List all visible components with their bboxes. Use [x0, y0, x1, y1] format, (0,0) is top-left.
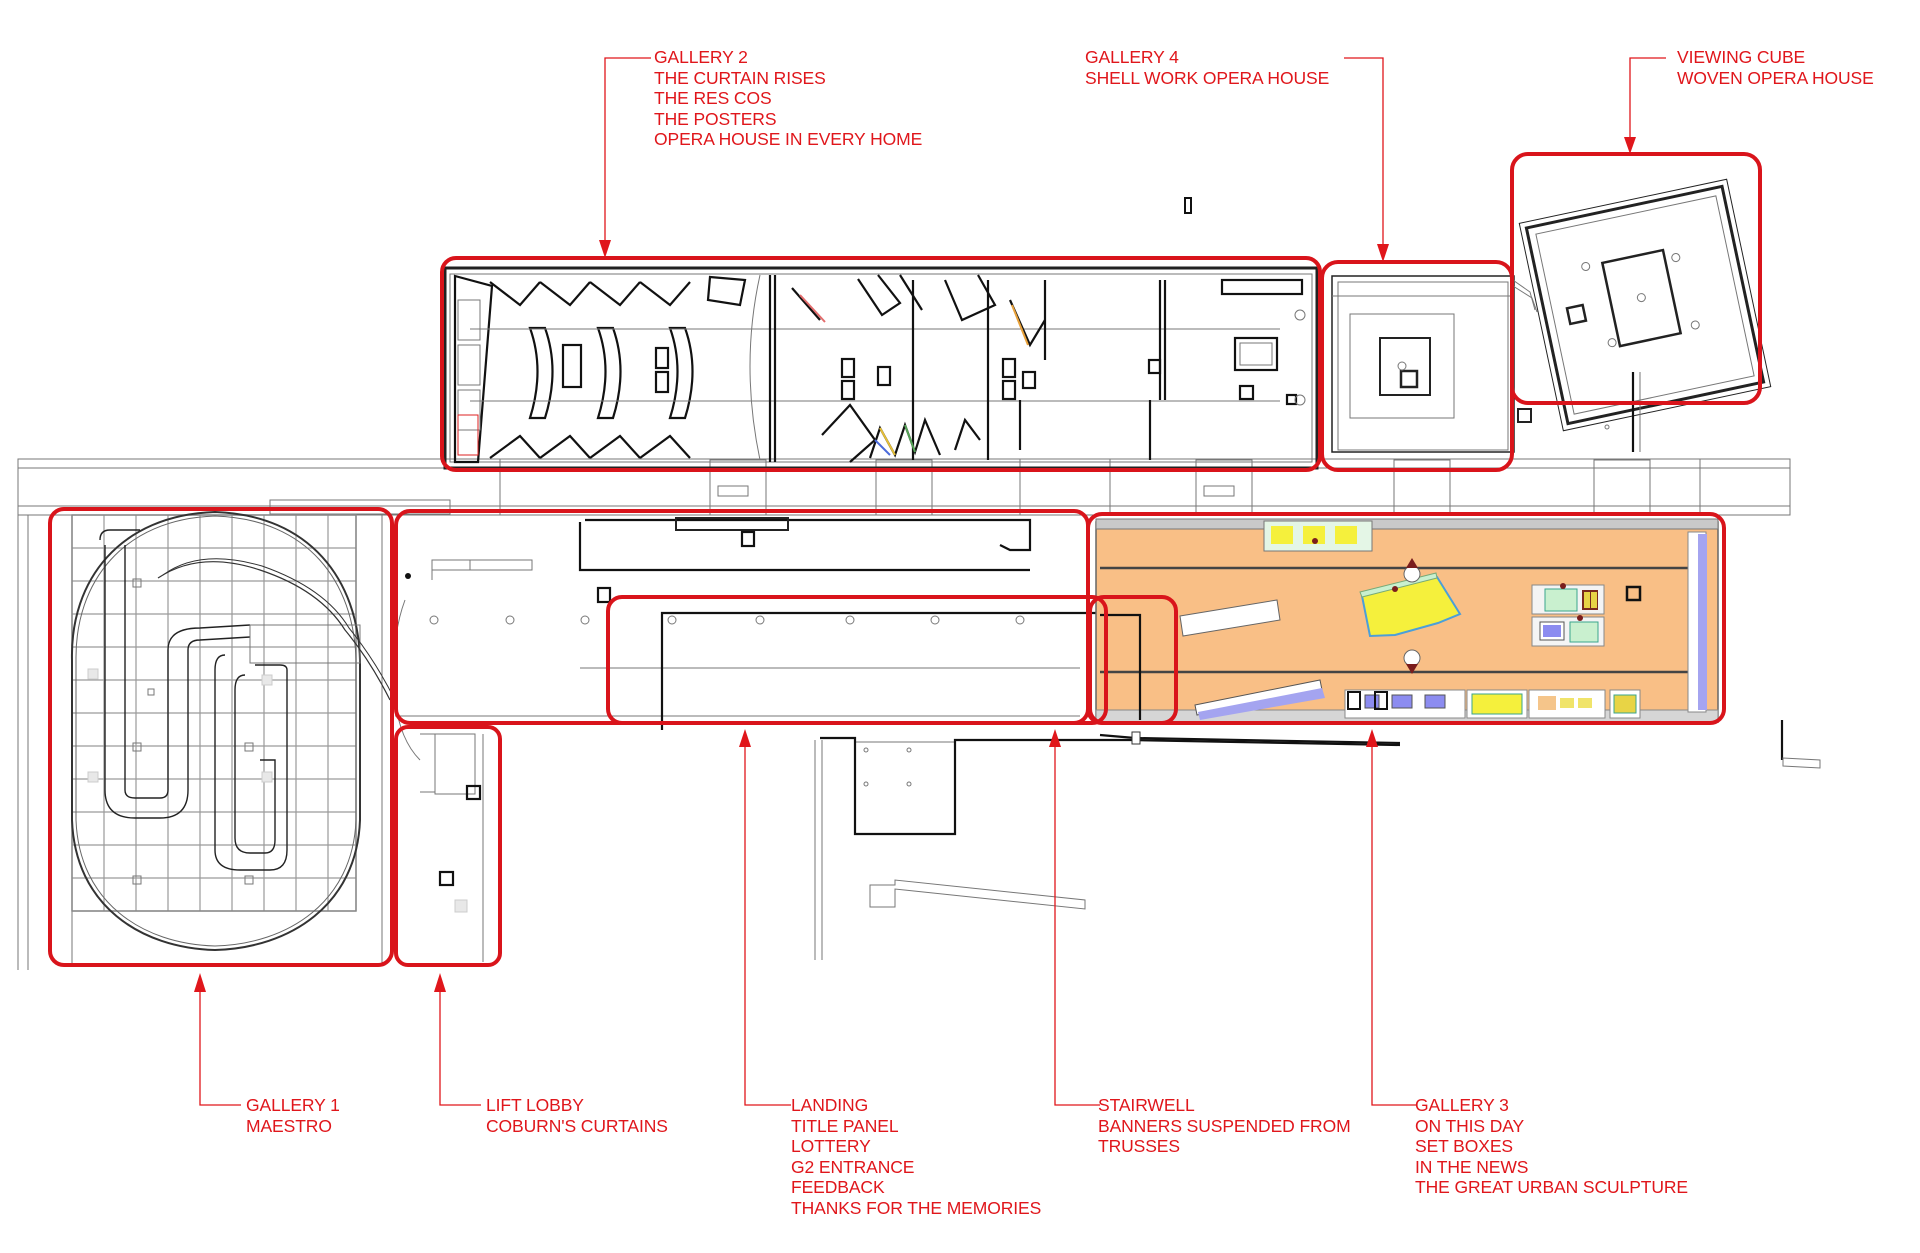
- arrow-icon: [1049, 729, 1061, 747]
- label-line: IN THE NEWS: [1415, 1156, 1529, 1177]
- label-gallery4: GALLERY 4 SHELL WORK OPERA HOUSE: [1085, 47, 1329, 88]
- zone-gallery1[interactable]: [48, 507, 394, 967]
- zone-viewing-cube[interactable]: [1510, 152, 1762, 405]
- label-line: TRUSSES: [1098, 1136, 1180, 1156]
- label-line: WOVEN OPERA HOUSE: [1677, 67, 1874, 88]
- floor-grid: [71, 514, 357, 912]
- label-line: LIFT LOBBY: [486, 1095, 584, 1115]
- label-line: GALLERY 2: [654, 47, 748, 67]
- arrow-icon: [194, 973, 206, 992]
- label-line: THE RES COS: [654, 88, 772, 108]
- label-gallery1: GALLERY 1 MAESTRO: [246, 1095, 340, 1136]
- zone-gallery2[interactable]: [440, 256, 1322, 472]
- zone-outlines: [48, 152, 1762, 967]
- label-line: GALLERY 4: [1085, 47, 1179, 67]
- label-viewing-cube: VIEWING CUBE WOVEN OPERA HOUSE: [1677, 47, 1874, 88]
- label-line: MAESTRO: [246, 1115, 332, 1136]
- arrow-icon: [1624, 137, 1636, 154]
- label-landing: LANDING TITLE PANEL LOTTERY G2 ENTRANCE …: [791, 1095, 1041, 1218]
- label-stairwell: STAIRWELL BANNERS SUSPENDED FROM TRUSSES: [1098, 1095, 1351, 1157]
- zone-gallery3[interactable]: [1086, 512, 1726, 725]
- zone-lift-lobby[interactable]: [394, 725, 502, 967]
- gallery2-plan: [443, 266, 1319, 470]
- arrow-icon: [1366, 729, 1378, 747]
- zone-landing[interactable]: [606, 595, 1108, 725]
- label-line: STAIRWELL: [1098, 1095, 1195, 1115]
- gallery1-plan: [70, 510, 396, 966]
- label-line: TITLE PANEL: [791, 1115, 899, 1136]
- label-line: LOTTERY: [791, 1136, 871, 1156]
- arrow-icon: [434, 973, 446, 992]
- arrow-icon: [599, 240, 611, 258]
- label-line: THE GREAT URBAN SCULPTURE: [1415, 1177, 1689, 1197]
- marker-icon: [1184, 197, 1192, 214]
- label-line: ON THIS DAY: [1415, 1115, 1525, 1136]
- gallery3-plan: [1095, 518, 1719, 723]
- label-line: OPERA HOUSE IN EVERY HOME: [654, 129, 923, 149]
- arrow-icon: [739, 729, 751, 747]
- label-line: G2 ENTRANCE: [791, 1156, 915, 1177]
- label-line: THANKS FOR THE MEMORIES: [791, 1197, 1042, 1218]
- leader-lines: [194, 57, 1666, 1106]
- arrow-icon: [1377, 244, 1389, 262]
- label-line: SET BOXES: [1415, 1136, 1513, 1156]
- gallery4-plan: [1331, 275, 1538, 453]
- label-gallery3: GALLERY 3 ON THIS DAY SET BOXES IN THE N…: [1415, 1095, 1688, 1198]
- label-line: FEEDBACK: [791, 1177, 885, 1197]
- label-line: BANNERS SUSPENDED FROM: [1098, 1115, 1351, 1136]
- label-line: SHELL WORK OPERA HOUSE: [1085, 67, 1330, 88]
- label-line: THE POSTERS: [654, 108, 777, 129]
- viewing-cube-plan: [1518, 178, 1772, 432]
- label-gallery2: GALLERY 2 THE CURTAIN RISES THE RES COS …: [654, 47, 922, 150]
- label-line: LANDING: [791, 1095, 869, 1115]
- label-line: COBURN'S CURTAINS: [486, 1115, 668, 1136]
- label-line: GALLERY 3: [1415, 1095, 1509, 1115]
- label-line: VIEWING CUBE: [1677, 47, 1806, 67]
- label-line: GALLERY 1: [246, 1095, 340, 1115]
- lower-structures: [814, 720, 1821, 960]
- label-line: THE CURTAIN RISES: [654, 67, 826, 88]
- label-lift-lobby: LIFT LOBBY COBURN'S CURTAINS: [486, 1095, 668, 1136]
